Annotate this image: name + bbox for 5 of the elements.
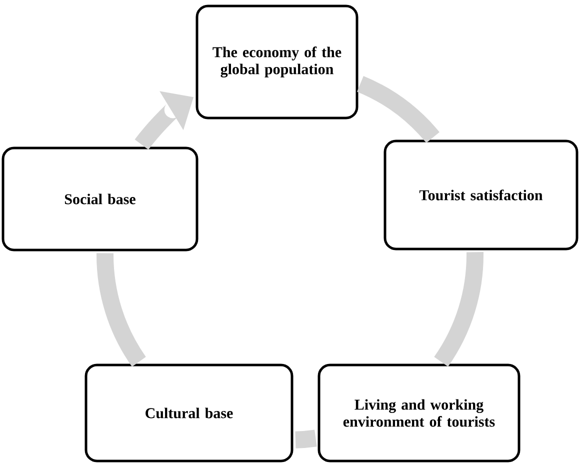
process-box: Tourist satisfaction — [384, 140, 578, 250]
process-box: Social base — [2, 146, 198, 252]
process-box: Living and working environment of tourists — [318, 364, 520, 462]
process-box: The economy of the global population — [196, 4, 358, 120]
process-box: Cultural base — [84, 364, 294, 462]
